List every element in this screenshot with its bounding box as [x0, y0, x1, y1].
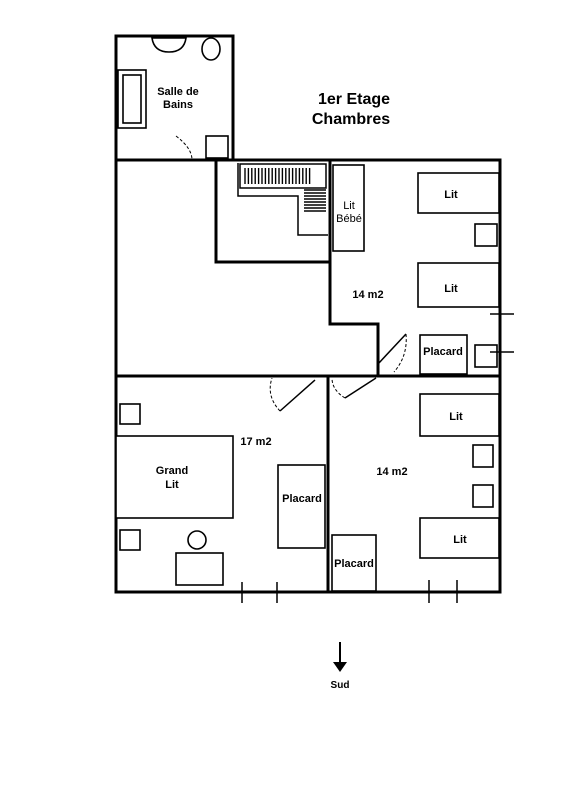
bathtub-inner — [122, 74, 142, 124]
bathroom-label: Salle de — [157, 86, 199, 98]
door-sw — [279, 379, 316, 412]
room-se: Lit Lit Placard 14 m2 — [331, 377, 500, 603]
closet-ne — [419, 334, 468, 375]
room-ne: Lit Bébé Lit Lit Placard 14 m2 — [332, 164, 514, 375]
floor-subtitle: Chambres — [312, 111, 390, 128]
bathroom: Salle de Bains — [114, 37, 235, 162]
desk — [175, 552, 224, 586]
closet-se-label: Placard — [334, 558, 374, 570]
bathroom-label-2: Bains — [163, 99, 193, 111]
door-se — [344, 377, 377, 399]
door-ne — [377, 333, 407, 365]
double-bed — [115, 435, 234, 519]
closet-ne-label: Placard — [423, 346, 463, 358]
arrowhead-icon — [333, 662, 347, 672]
floor-title: 1er Etage — [318, 91, 390, 108]
closet-sw — [277, 464, 326, 549]
nightstand-se-2 — [472, 484, 494, 508]
compass-label: Sud — [331, 680, 350, 691]
door-ne-swing — [393, 333, 407, 373]
room-se-area: 14 m2 — [376, 466, 407, 478]
toilet — [201, 37, 221, 61]
closet-se — [331, 534, 377, 592]
sink — [151, 37, 187, 53]
bed-se-bottom-label: Lit — [453, 534, 467, 546]
south-arrow: Sud — [331, 642, 350, 691]
bed-top-label: Lit — [444, 189, 458, 201]
door-se-swing — [331, 377, 346, 399]
bed-se-top — [419, 393, 500, 437]
small-box — [474, 344, 498, 368]
bed-se-top-label: Lit — [449, 411, 463, 423]
baby-bed-label: Lit — [343, 200, 355, 212]
bed-mid-label: Lit — [444, 283, 458, 295]
nightstand-sw-1 — [119, 403, 141, 425]
nightstand-sw-2 — [119, 529, 141, 551]
room-ne-area: 14 m2 — [352, 289, 383, 301]
room-sw-area: 17 m2 — [240, 436, 271, 448]
baby-bed — [332, 164, 365, 252]
nightstand — [474, 223, 498, 247]
staircase — [214, 158, 332, 264]
cabinet — [205, 135, 229, 159]
double-bed-label-2: Lit — [165, 479, 179, 491]
interior-walls — [114, 158, 502, 594]
bed-mid — [417, 262, 500, 308]
nightstand-se-1 — [472, 444, 494, 468]
baby-bed-label-2: Bébé — [336, 213, 362, 225]
exterior-walls — [114, 34, 502, 594]
chair — [187, 530, 207, 550]
double-bed-label: Grand — [156, 465, 188, 477]
bed-se-bottom — [419, 517, 500, 559]
closet-sw-label: Placard — [282, 493, 322, 505]
room-sw: Grand Lit Placard 17 m2 — [115, 377, 326, 603]
door-sw-swing — [269, 377, 281, 412]
bed-top — [417, 172, 500, 214]
bathroom-door-swing — [175, 135, 193, 161]
